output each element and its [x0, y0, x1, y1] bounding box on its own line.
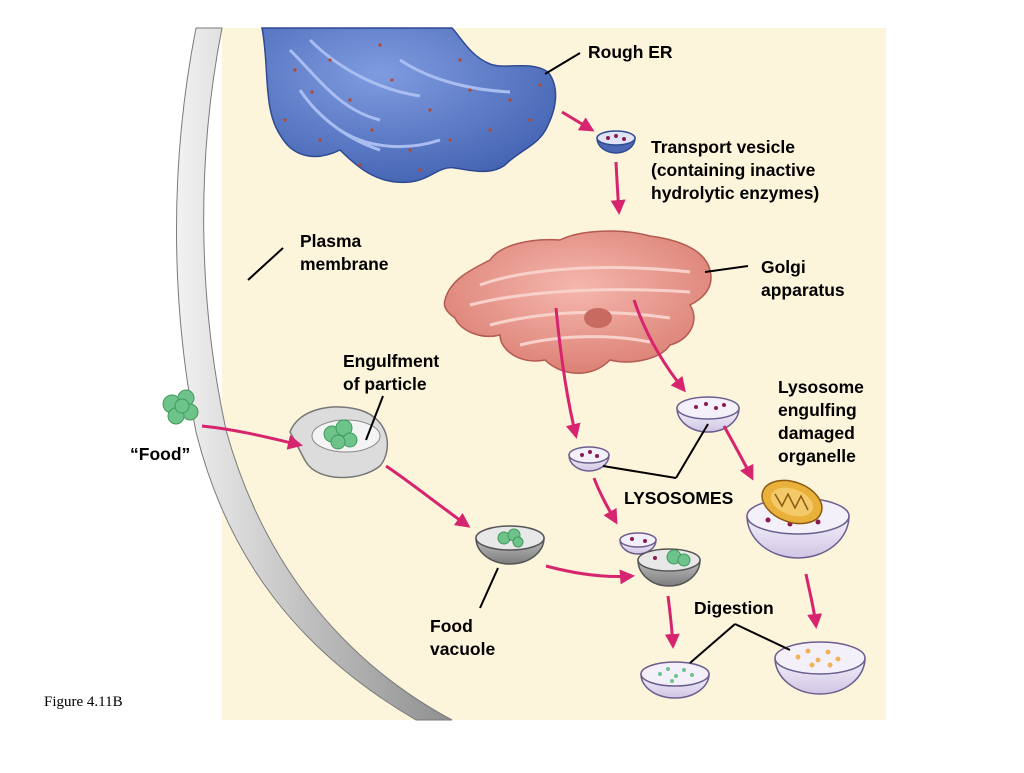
label-lysosomes: LYSOSOMES [624, 488, 734, 508]
fusing-vacuole [619, 532, 701, 587]
food-vacuole [475, 525, 545, 565]
lysosome-upper [676, 396, 740, 433]
food-particle [162, 389, 199, 425]
figure-caption: Figure 4.11B [44, 694, 123, 710]
label-line: apparatus [761, 280, 845, 300]
plasma-membrane [176, 27, 453, 721]
label-food-vacuole: Food vacuole [430, 615, 495, 661]
label-line: of particle [343, 374, 427, 394]
label-line: Transport vesicle [651, 137, 795, 157]
lysosome-small [568, 446, 610, 472]
label-line: (containing inactive [651, 160, 816, 180]
label-engulfment: Engulfment of particle [343, 350, 439, 396]
process-arrows [201, 110, 823, 649]
label-golgi: Golgi apparatus [761, 256, 845, 302]
label-food: “Food” [130, 444, 191, 464]
label-line: engulfing [778, 400, 857, 420]
label-lysosome-engulfing: Lysosome engulfing damaged organelle [778, 376, 864, 468]
leader-lines [247, 52, 791, 664]
label-digestion: Digestion [694, 598, 774, 618]
transport-vesicle [596, 130, 636, 154]
label-line: Lysosome [778, 377, 864, 397]
rough-er [261, 27, 557, 184]
label-line: organelle [778, 446, 856, 466]
label-line: hydrolytic enzymes) [651, 183, 820, 203]
label-rough-er: Rough ER [588, 42, 673, 62]
digestion-cup-right [774, 641, 866, 695]
mitochondrion [761, 479, 823, 525]
golgi-apparatus [443, 230, 712, 374]
label-line: Golgi [761, 257, 806, 277]
label-plasma-membrane: Plasma membrane [300, 230, 389, 276]
label-line: Food [430, 616, 473, 636]
engulfed-food [323, 419, 358, 450]
label-line: damaged [778, 423, 855, 443]
digestion-cup-left [640, 661, 710, 699]
label-line: Engulfment [343, 351, 440, 371]
label-transport-vesicle: Transport vesicle (containing inactive h… [651, 136, 819, 205]
label-line: vacuole [430, 639, 496, 659]
lysosome-engulfing [746, 479, 850, 559]
label-line: Plasma [300, 231, 362, 251]
label-line: membrane [300, 254, 389, 274]
